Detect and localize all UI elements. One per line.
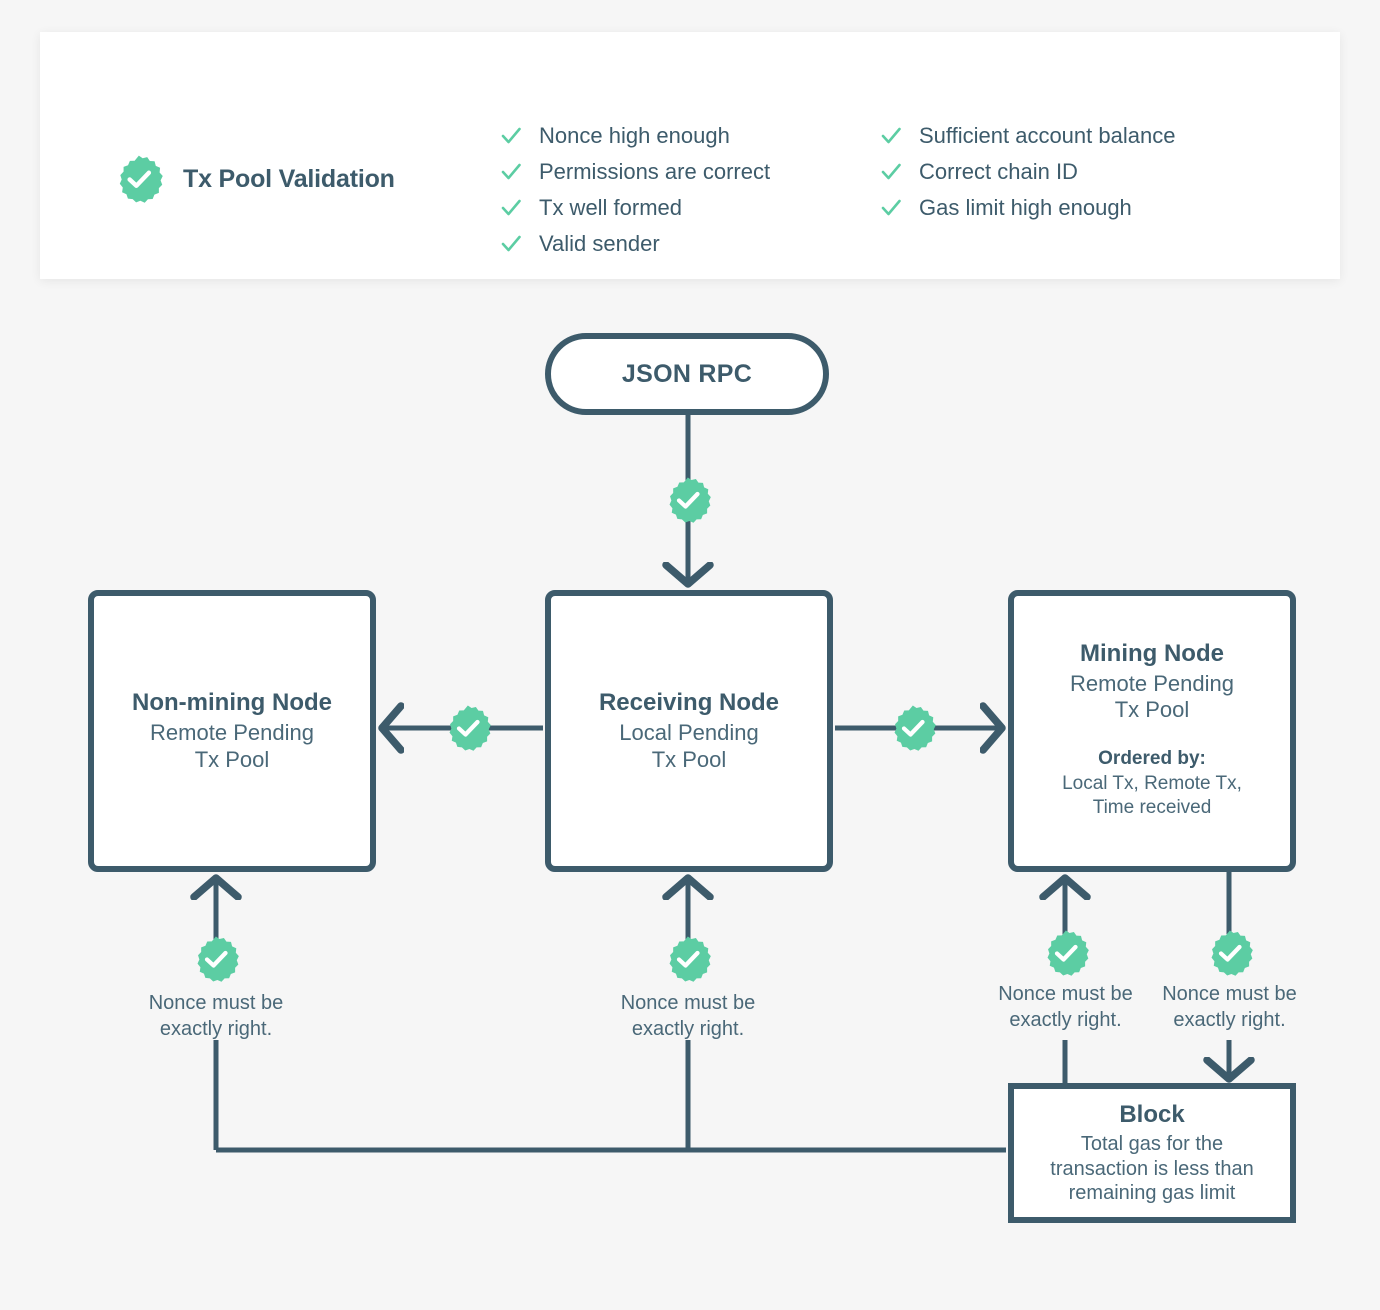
check-badge-icon xyxy=(1041,928,1091,978)
non-mining-node[interactable]: Non-mining Node Remote Pending Tx Pool xyxy=(88,590,376,872)
validation-item: Permissions are correct xyxy=(500,154,770,190)
validation-item: Tx well formed xyxy=(500,190,770,226)
block-node-title: Block xyxy=(1119,1101,1185,1129)
non-mining-node-title: Non-mining Node xyxy=(132,689,332,717)
nonce-caption: Nonce must be exactly right. xyxy=(148,992,284,1041)
check-icon xyxy=(881,127,901,144)
validation-item-label: Correct chain ID xyxy=(919,159,1078,184)
check-icon xyxy=(501,163,521,180)
check-badge-icon xyxy=(663,934,713,984)
check-badge-icon xyxy=(663,475,713,525)
block-node-subtitle: Total gas for the transaction is less th… xyxy=(1050,1133,1254,1205)
mining-node-title: Mining Node xyxy=(1080,639,1224,667)
validation-list-column-1: Nonce high enough Permissions are correc… xyxy=(500,118,770,262)
mining-node[interactable]: Mining Node Remote Pending Tx Pool Order… xyxy=(1008,590,1296,872)
check-badge-icon xyxy=(1205,928,1255,978)
validation-item-label: Valid sender xyxy=(539,231,660,256)
receiving-node-subtitle: Local Pending Tx Pool xyxy=(619,720,759,772)
validation-item: Correct chain ID xyxy=(880,154,1175,190)
receiving-node-title: Receiving Node xyxy=(598,689,780,717)
validation-title-group: Tx Pool Validation xyxy=(113,153,395,205)
nonce-caption: Nonce must be exactly right. xyxy=(998,983,1133,1032)
nonce-caption: Nonce must be exactly right. xyxy=(1162,983,1297,1032)
non-mining-node-subtitle: Remote Pending Tx Pool xyxy=(150,720,314,772)
validation-item: Valid sender xyxy=(500,226,770,262)
validation-list-column-2: Sufficient account balance Correct chain… xyxy=(880,118,1175,226)
validation-item-label: Tx well formed xyxy=(539,195,683,220)
check-badge-icon xyxy=(888,703,938,753)
mining-node-ordered-by-label: Ordered by: xyxy=(1098,748,1206,770)
json-rpc-node[interactable]: JSON RPC xyxy=(545,333,829,415)
validation-item: Sufficient account balance xyxy=(880,118,1175,154)
check-badge-icon xyxy=(113,153,165,205)
tx-pool-validation-card: Tx Pool Validation Nonce high enough Per… xyxy=(40,32,1340,279)
block-node[interactable]: Block Total gas for the transaction is l… xyxy=(1008,1083,1296,1223)
check-icon xyxy=(501,235,521,252)
check-badge-icon xyxy=(191,934,241,984)
validation-item-label: Sufficient account balance xyxy=(919,123,1176,148)
check-icon xyxy=(501,127,521,144)
validation-item-label: Gas limit high enough xyxy=(919,195,1132,220)
receiving-node[interactable]: Receiving Node Local Pending Tx Pool xyxy=(545,590,833,872)
json-rpc-label: JSON RPC xyxy=(621,359,753,388)
check-badge-icon xyxy=(443,703,493,753)
validation-title: Tx Pool Validation xyxy=(183,164,395,193)
check-icon xyxy=(881,199,901,216)
check-icon xyxy=(881,163,901,180)
mining-node-ordered-by-text: Local Tx, Remote Tx, Time received xyxy=(1062,772,1242,818)
nonce-caption: Nonce must be exactly right. xyxy=(620,992,756,1041)
validation-item-label: Nonce high enough xyxy=(539,123,730,148)
validation-item-label: Permissions are correct xyxy=(539,159,771,184)
validation-item: Gas limit high enough xyxy=(880,190,1175,226)
validation-item: Nonce high enough xyxy=(500,118,770,154)
check-icon xyxy=(501,199,521,216)
mining-node-subtitle: Remote Pending Tx Pool xyxy=(1070,670,1234,723)
